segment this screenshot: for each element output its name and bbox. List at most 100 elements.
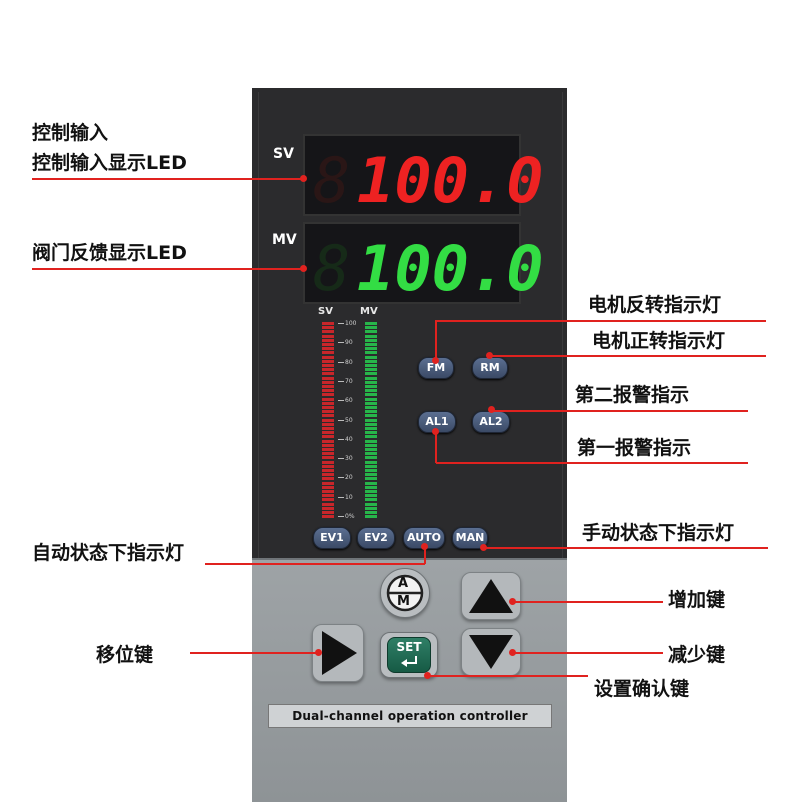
sv-bar-segment: [322, 414, 334, 418]
mv-bar-segment: [365, 469, 377, 472]
sv-bar-segment: [322, 485, 334, 489]
sv-bar-segment: [322, 338, 334, 342]
bargraph-tick-label: 90: [345, 339, 353, 347]
bargraph-tick-label: 10: [345, 493, 353, 501]
sv-bar-segment: [322, 389, 334, 393]
controller-frame: [258, 92, 563, 558]
bargraph-tick-label: 60: [345, 397, 353, 405]
dot-man: [480, 544, 487, 551]
am-key-bottom-letter: M: [397, 594, 410, 609]
callout-control-input-led: 控制输入显示LED: [32, 152, 187, 174]
sv-bar-segment: [322, 322, 334, 325]
mv-bar-segment: [365, 414, 377, 418]
callout-alarm-one: 第一报警指示: [577, 437, 692, 459]
dot-set: [424, 672, 431, 679]
ev1-indicator: EV1: [313, 527, 351, 549]
mv-bar-segment: [365, 397, 377, 401]
sv-bar-segment: [322, 364, 334, 367]
dot-al1: [432, 428, 439, 435]
sv-bar-segment: [322, 477, 334, 481]
sv-bar-segment: [322, 439, 334, 443]
down-triangle-icon: [469, 635, 513, 669]
sv-bar-segment: [322, 368, 334, 372]
bargraph-tick-mark: [338, 419, 344, 421]
mv-bar-segment: [365, 422, 377, 426]
decrease-key[interactable]: [461, 628, 521, 676]
bargraph-tick-label: 30: [345, 455, 353, 463]
mv-value-text: 100.0: [357, 232, 544, 305]
ev2-indicator: EV2: [357, 527, 395, 549]
callout-alarm-two: 第二报警指示: [575, 384, 690, 406]
bargraph-mv-label: MV: [360, 306, 378, 317]
enter-arrow-icon: [401, 656, 417, 667]
bargraph-sv-label: SV: [318, 306, 333, 317]
sv-bar-segment: [322, 427, 334, 430]
svg-text:8: 8: [313, 232, 350, 305]
callout-set-confirm-key: 设置确认键: [594, 678, 690, 700]
sv-bar-segment: [322, 464, 334, 468]
bargraph-tick-label: 50: [345, 416, 353, 424]
mv-bar-segment: [365, 506, 377, 510]
am-key-top-letter: A: [398, 576, 409, 591]
sv-bar-segment: [322, 422, 334, 426]
sv-bar-segment: [322, 435, 334, 439]
mv-bar-segment: [365, 347, 377, 351]
callout-manual-indicator: 手动状态下指示灯: [582, 522, 735, 544]
dot-fm: [432, 357, 439, 364]
auto-manual-key[interactable]: A M: [380, 568, 430, 618]
set-key[interactable]: SET: [380, 632, 438, 678]
sv-bar-segment: [322, 469, 334, 472]
mv-bar-segment: [365, 355, 377, 359]
dot-rm: [486, 352, 493, 359]
sv-bar-segment: [322, 359, 334, 363]
sv-bar-segment: [322, 490, 334, 493]
sv-bar-segment: [322, 452, 334, 456]
mv-bar-segment: [365, 485, 377, 489]
sv-bar-segment: [322, 515, 334, 519]
mv-bar-segment: [365, 502, 377, 506]
mv-bar-segment: [365, 439, 377, 443]
sv-bar-segment: [322, 334, 334, 338]
sv-led-digits: 8 100.0: [313, 144, 544, 217]
mv-bar-segment: [365, 498, 377, 502]
dot-auto: [421, 543, 428, 550]
device-label-strip: Dual-channel operation controller: [268, 704, 552, 728]
mv-bar-segment: [365, 406, 377, 409]
mv-bar-segment: [365, 456, 377, 460]
mv-bar-segment: [365, 431, 377, 435]
callout-motor-forward: 电机正转指示灯: [592, 330, 726, 352]
leader-fm-v: [435, 320, 437, 360]
sv-bar-segment: [322, 380, 334, 384]
mv-bar-segment: [365, 330, 377, 334]
mv-bar-segment: [365, 490, 377, 493]
leader-shift: [190, 652, 318, 654]
sv-value-text: 100.0: [357, 144, 544, 217]
auto-indicator: AUTO: [403, 527, 445, 549]
bargraph-tick-label: 70: [345, 377, 353, 385]
leader-set: [428, 675, 588, 677]
bargraph-tick-mark: [338, 438, 344, 440]
mv-bar-segment: [365, 376, 377, 380]
sv-display: 8 100.0: [303, 134, 544, 217]
mv-bar-segment: [365, 464, 377, 468]
mv-bar-segment: [365, 481, 377, 485]
bargraph-tick-mark: [338, 458, 344, 460]
dot-al2: [488, 406, 495, 413]
mv-bar-segment: [365, 473, 377, 477]
mv-bar-segment: [365, 418, 377, 422]
bargraph-tick-mark: [338, 342, 344, 344]
mv-bar-segment: [365, 511, 377, 514]
mv-bar-segment: [365, 334, 377, 338]
sv-bar-segment: [322, 498, 334, 502]
leader-al2: [492, 410, 748, 412]
right-triangle-icon: [322, 631, 357, 675]
sv-bar-segment: [322, 443, 334, 447]
am-icon: [386, 574, 424, 612]
mv-display: 8 100.0: [303, 222, 544, 305]
al1-indicator: AL1: [418, 411, 456, 433]
mv-bar-segment: [365, 427, 377, 430]
increase-key[interactable]: [461, 572, 521, 620]
sv-bar-segment: [322, 355, 334, 359]
mv-bar-segment: [365, 443, 377, 447]
mv-bar-segment: [365, 515, 377, 519]
